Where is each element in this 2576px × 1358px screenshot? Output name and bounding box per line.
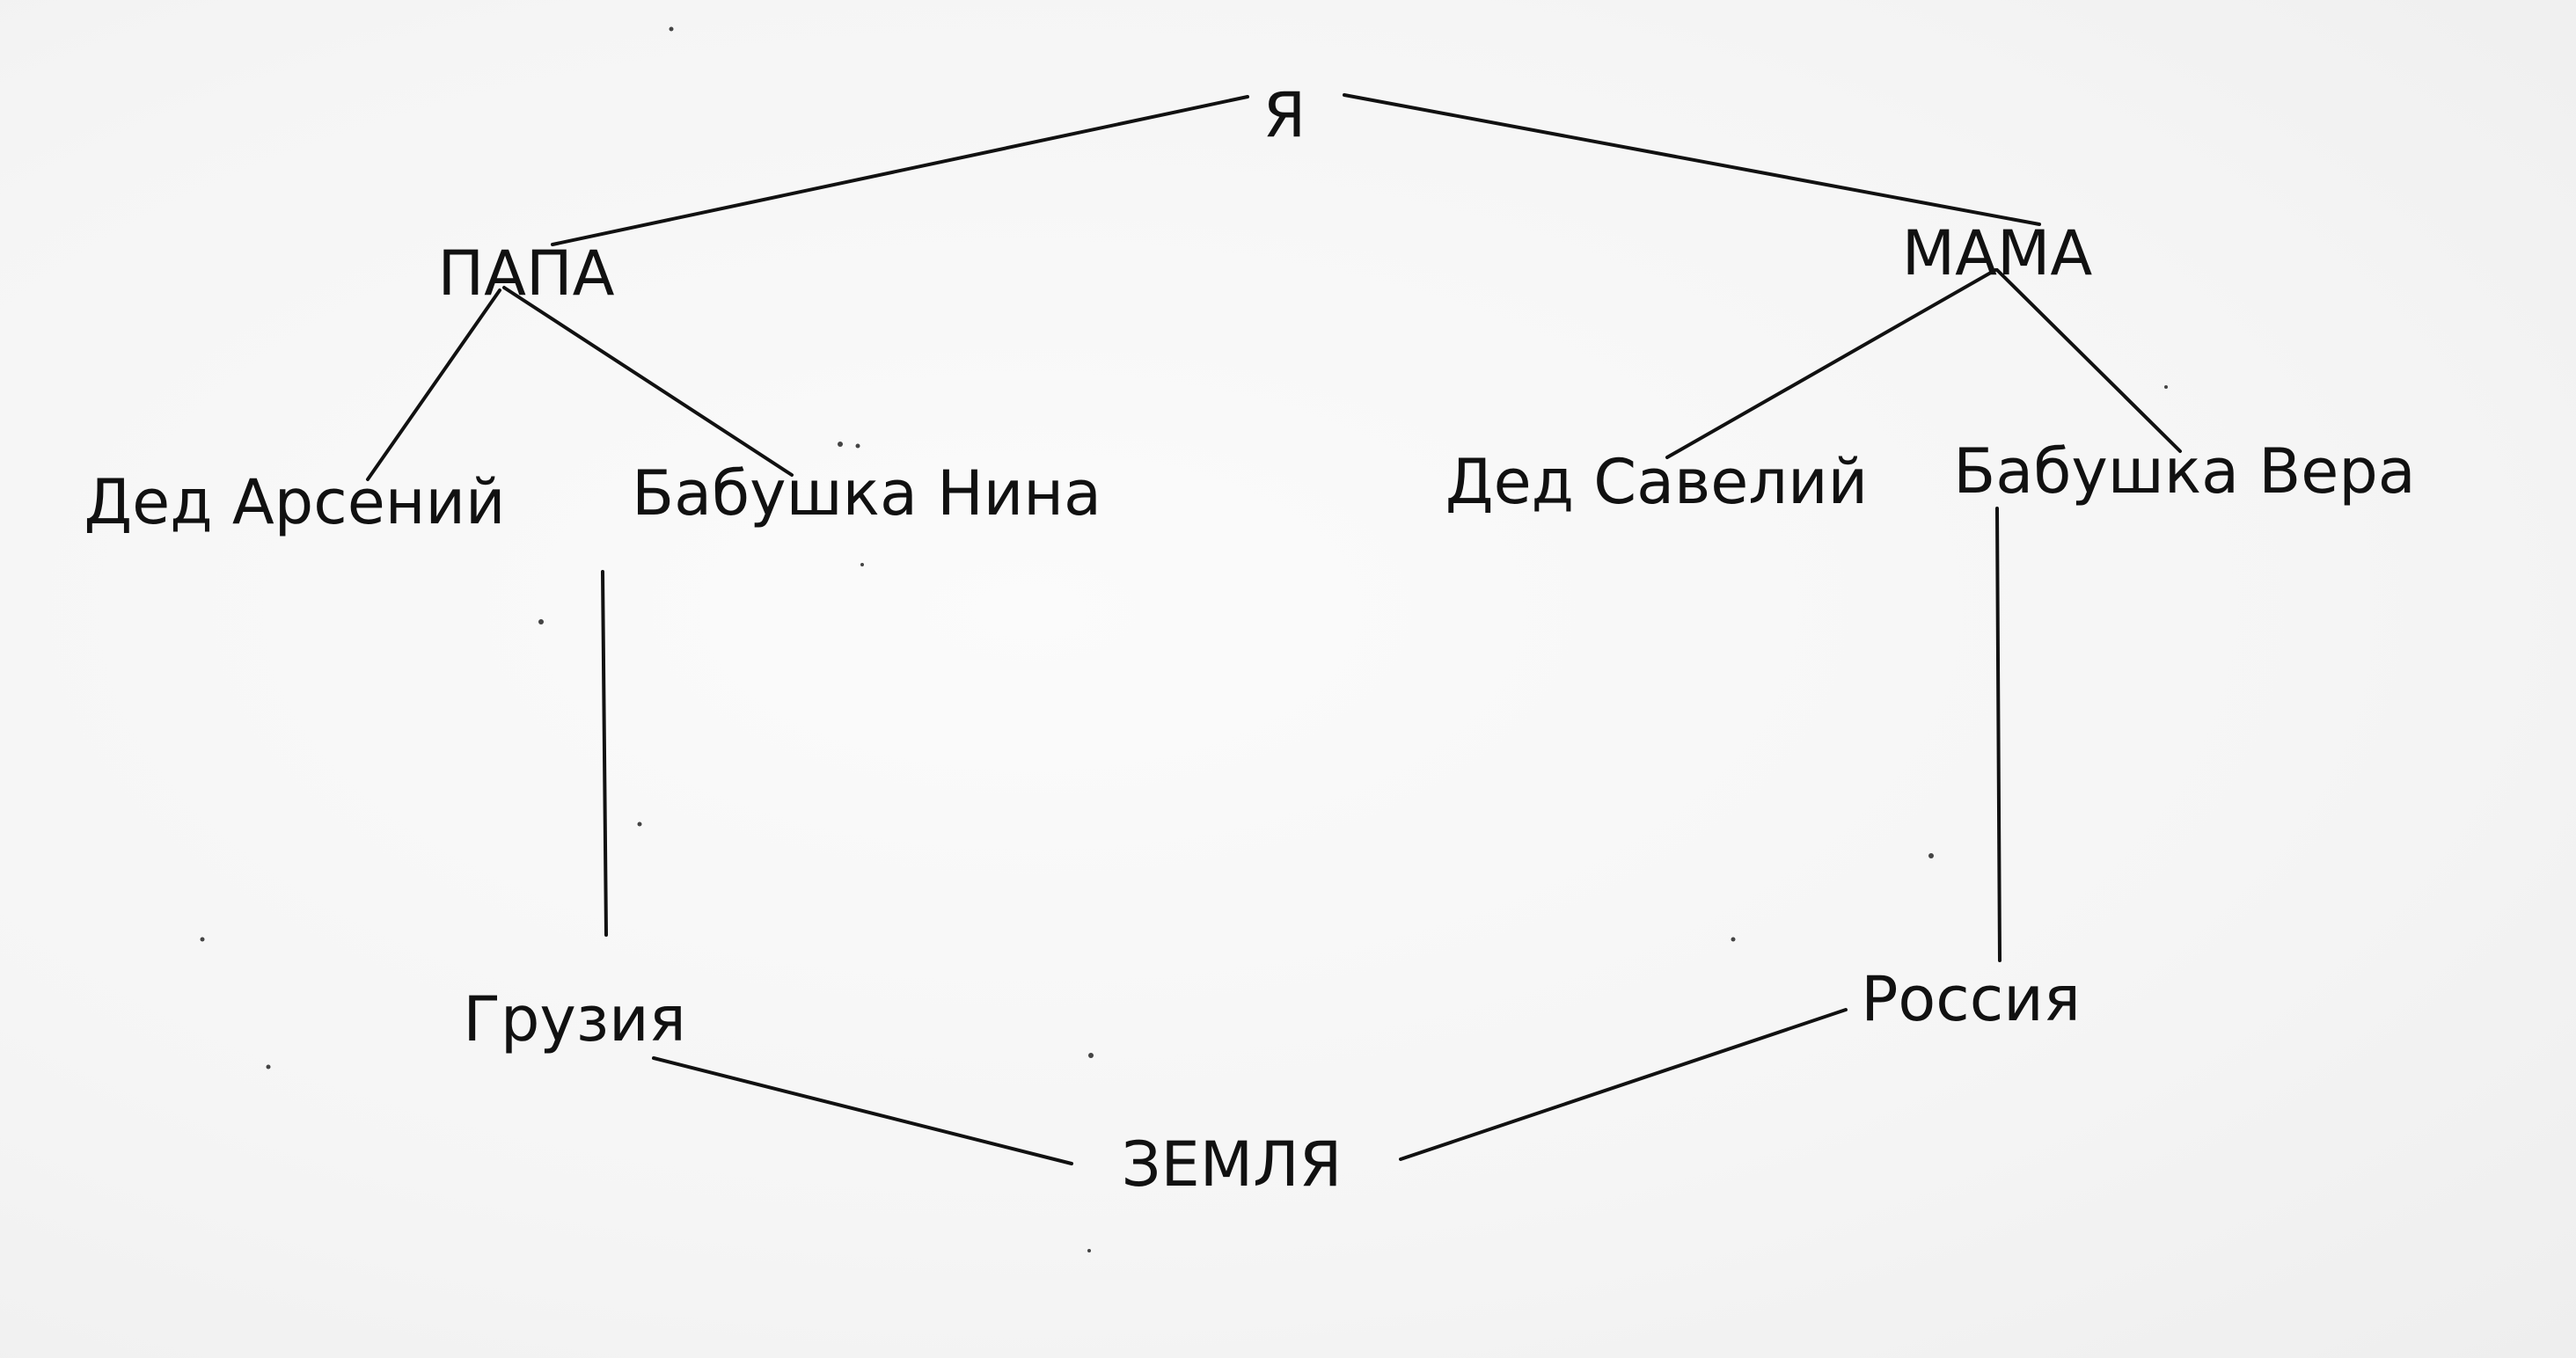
node-rossiya: Россия [1861,963,2081,1035]
node-babushka-vera: Бабушка Вера [1953,435,2415,507]
edge-mama-ded-saveliy [1665,268,1997,459]
edge-papa-ded-arseniy [366,288,501,481]
edge-rossiya-zemlya [1399,1008,1848,1161]
edge-me-papa [551,95,1249,246]
node-babushka-nina: Бабушка Нина [632,457,1101,529]
node-gruziya: Грузия [463,983,685,1055]
node-mama: МАМА [1902,217,2093,289]
edges [366,93,2182,1165]
node-papa: ПАПА [437,237,614,310]
node-me: Я [1263,79,1306,151]
edge-gruziya-zemlya [652,1056,1073,1165]
edge-papa-babushka-nina [502,286,794,477]
edge-vera-rossiya [1995,507,2002,962]
edge-nina-gruziya [601,570,608,937]
node-ded-arseniy: Дед Арсений [84,466,505,538]
scan-specks [200,26,2168,1252]
node-labels: Я ПАПА МАМА Дед Арсений Бабушка Нина Дед… [84,79,2415,1201]
edge-me-mama [1343,93,2041,226]
edge-mama-babushka-vera [1995,268,2182,453]
node-ded-saveliy: Дед Савелий [1445,446,1868,518]
node-zemlya: ЗЕМЛЯ [1122,1128,1343,1201]
